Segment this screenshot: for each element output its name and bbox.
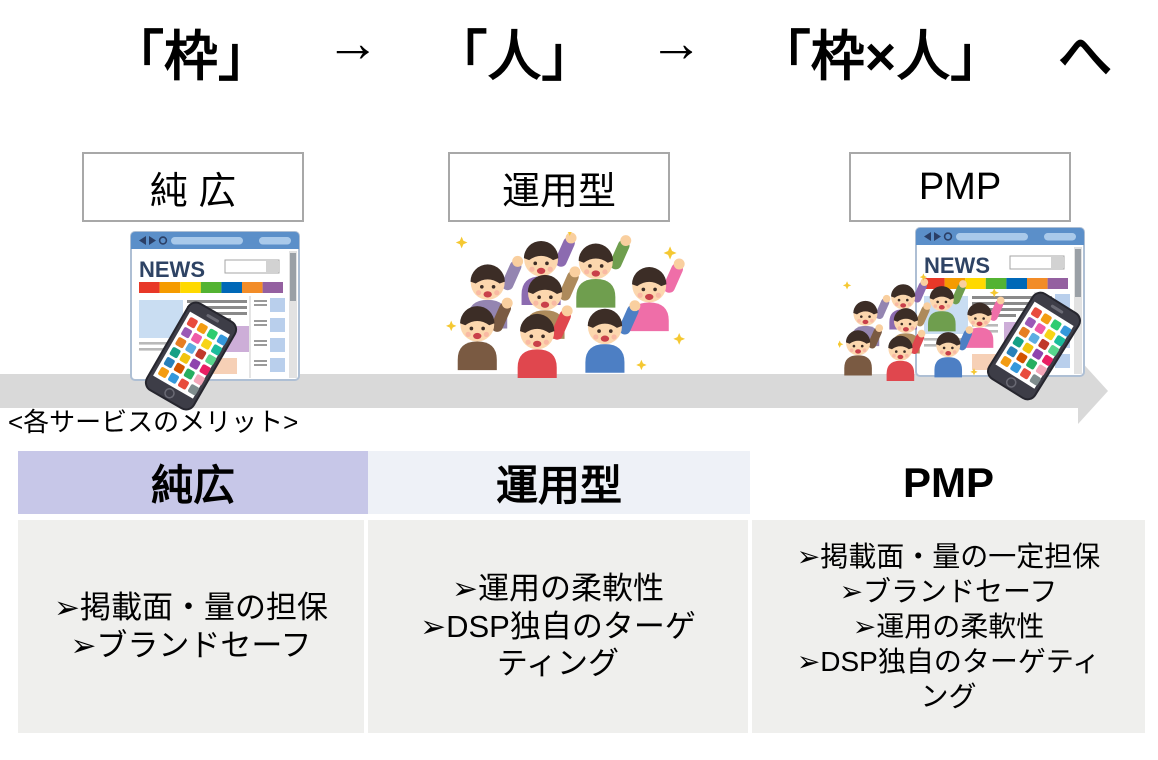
merit-item: ➢運用の柔軟性 (852, 611, 1045, 642)
merits-header-unyogata: 運用型 (368, 451, 750, 514)
title-segment-waku-hito: 「枠×人」 (756, 27, 1005, 87)
page-title: 「枠」 → 「人」 → 「枠×人」 へ (110, 12, 1112, 91)
stage-label: 純 広 (149, 170, 237, 213)
merits-header-pmp: PMP (752, 451, 1145, 514)
header-label: 運用型 (495, 462, 622, 509)
merit-item: ➢ブランドセーフ (70, 627, 312, 663)
merits-cell-pmp: ➢掲載面・量の一定担保 ➢ブランドセーフ ➢運用の柔軟性 ➢DSP独自のターゲティ ン… (752, 520, 1145, 733)
merits-cell-unyogata: ➢運用の柔軟性➢DSP独自のターゲ ティング (368, 520, 748, 733)
merit-item: ➢掲載面・量の担保 (54, 589, 328, 625)
merits-heading: <各サービスのメリット> (8, 407, 299, 437)
stage-box-pmp: PMP (849, 152, 1071, 222)
arrow-right-icon: → (325, 13, 380, 73)
merits-header-junko: 純広 (18, 451, 368, 514)
stage-label: PMP (918, 165, 1002, 208)
title-segment-hito: 「人」 (433, 27, 596, 87)
header-label: PMP (902, 458, 994, 506)
stage-box-unyogata: 運用型 (448, 152, 670, 222)
arrow-right-icon: → (649, 13, 704, 73)
news-site-illustration (130, 231, 300, 414)
news-site-with-crowd-and-phone-illustration (838, 227, 1085, 404)
merit-item: ➢運用の柔軟性 (452, 570, 664, 606)
stage-label: 運用型 (501, 170, 616, 213)
merit-item: ➢DSP独自のターゲティ ング (796, 646, 1101, 712)
merit-item: ➢DSP独自のターゲ ティング (420, 608, 696, 682)
header-label: 純広 (150, 462, 235, 509)
title-segment-he: へ (1057, 27, 1112, 87)
cheering-crowd-illustration (446, 232, 687, 382)
merit-item: ➢掲載面・量の一定担保 (796, 541, 1101, 572)
merit-item: ➢ブランドセーフ (839, 576, 1058, 607)
stage-box-junko: 純 広 (82, 152, 304, 222)
title-segment-waku: 「枠」 (110, 27, 272, 87)
merits-cell-junko: ➢掲載面・量の担保➢ブランドセーフ (18, 520, 364, 733)
